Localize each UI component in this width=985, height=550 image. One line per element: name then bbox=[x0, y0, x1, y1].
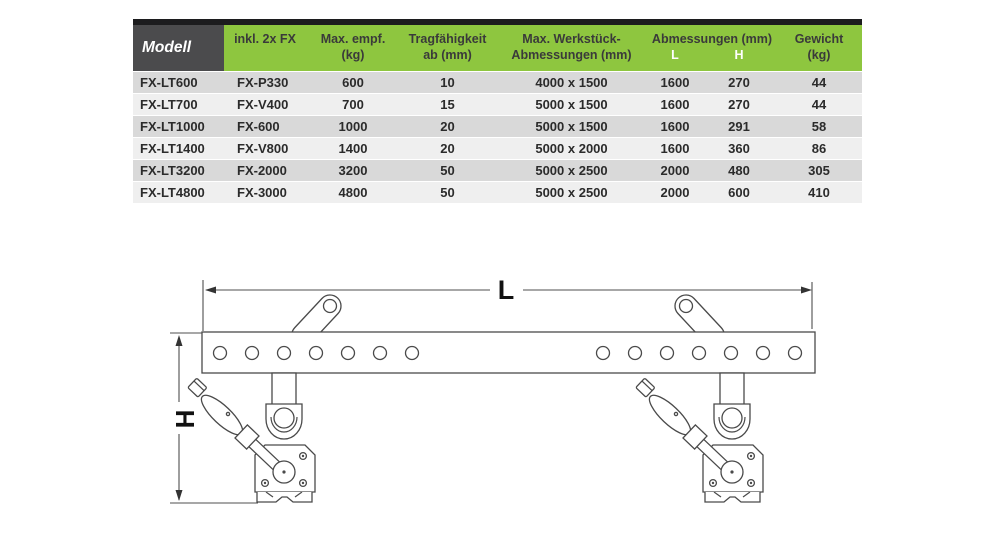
cell-max-empf: 1400 bbox=[338, 141, 368, 156]
cell-model: FX-LT1400 bbox=[140, 141, 205, 156]
cell-gewicht: 44 bbox=[811, 97, 827, 112]
cell-h: 270 bbox=[728, 75, 750, 90]
table-row: FX-LT1400 FX-V800 1400 20 5000 x 2000 16… bbox=[133, 138, 862, 159]
cell-werkstueck: 5000 x 1500 bbox=[535, 97, 608, 112]
header-gewicht: Gewicht (kg) bbox=[794, 32, 844, 62]
cell-l: 1600 bbox=[660, 75, 690, 90]
header-abm-h: H bbox=[734, 48, 744, 62]
cell-gewicht: 58 bbox=[811, 119, 827, 134]
cell-h: 270 bbox=[728, 97, 750, 112]
header-abm-l: L bbox=[671, 48, 679, 62]
cell-model: FX-LT600 bbox=[140, 75, 198, 90]
lug-hole bbox=[322, 298, 338, 314]
cell-l: 2000 bbox=[660, 185, 690, 200]
table-row: FX-LT600 FX-P330 600 10 4000 x 1500 1600… bbox=[133, 72, 862, 93]
lifting-beam bbox=[201, 331, 816, 374]
header-tragfaehigkeit: Tragfähigkeit ab (mm) bbox=[408, 32, 487, 62]
cell-h: 360 bbox=[728, 141, 750, 156]
cell-inkl: FX-V800 bbox=[237, 141, 289, 156]
cell-h: 480 bbox=[728, 163, 750, 178]
dimension-L: L bbox=[202, 275, 813, 331]
spec-table: Modell inkl. 2x FX Max. empf. (kg) Tragf… bbox=[133, 19, 862, 203]
table-header-row: Modell inkl. 2x FX Max. empf. (kg) Tragf… bbox=[133, 25, 862, 71]
cell-inkl: FX-V400 bbox=[237, 97, 289, 112]
table-row: FX-LT700 FX-V400 700 15 5000 x 1500 1600… bbox=[133, 94, 862, 115]
length-dimension-label: L bbox=[498, 275, 515, 305]
cell-l: 1600 bbox=[660, 97, 690, 112]
cell-inkl: FX-3000 bbox=[237, 185, 287, 200]
cell-trag: 50 bbox=[440, 163, 455, 178]
cell-l: 1600 bbox=[660, 141, 690, 156]
cell-gewicht: 86 bbox=[811, 141, 827, 156]
table-row: FX-LT3200 FX-2000 3200 50 5000 x 2500 20… bbox=[133, 160, 862, 181]
table-row: FX-LT1000 FX-600 1000 20 5000 x 1500 160… bbox=[133, 116, 862, 137]
header-modell: Modell bbox=[133, 25, 224, 71]
cell-model: FX-LT4800 bbox=[140, 185, 205, 200]
cell-inkl: FX-2000 bbox=[237, 163, 287, 178]
header-inkl: inkl. 2x FX bbox=[234, 32, 296, 46]
lug-hole bbox=[678, 298, 694, 314]
cell-l: 2000 bbox=[660, 163, 690, 178]
cell-trag: 10 bbox=[440, 75, 455, 90]
header-abmessungen: Abmessungen (mm) L H bbox=[648, 25, 776, 71]
beam-holes bbox=[212, 345, 803, 361]
cell-model: FX-LT3200 bbox=[140, 163, 205, 178]
cell-gewicht: 305 bbox=[808, 163, 830, 178]
table-top-bar bbox=[133, 19, 862, 25]
cell-max-empf: 600 bbox=[342, 75, 364, 90]
header-werkstueck: Max. Werkstück- Abmessungen (mm) bbox=[511, 32, 632, 62]
cell-inkl: FX-600 bbox=[237, 119, 280, 134]
cell-max-empf: 700 bbox=[342, 97, 364, 112]
cell-l: 1600 bbox=[660, 119, 690, 134]
cell-werkstueck: 5000 x 2500 bbox=[535, 163, 608, 178]
header-abmessungen-sub: L H bbox=[648, 47, 776, 63]
magnet-clamp-right bbox=[635, 372, 764, 503]
dimension-H: H bbox=[170, 332, 258, 504]
header-max-empf: Max. empf. (kg) bbox=[320, 32, 386, 62]
cell-gewicht: 44 bbox=[811, 75, 827, 90]
cell-trag: 20 bbox=[440, 141, 455, 156]
cell-trag: 50 bbox=[440, 185, 455, 200]
cell-trag: 15 bbox=[440, 97, 455, 112]
cell-max-empf: 1000 bbox=[338, 119, 368, 134]
cell-werkstueck: 5000 x 2000 bbox=[535, 141, 608, 156]
cell-model: FX-LT700 bbox=[140, 97, 198, 112]
cell-model: FX-LT1000 bbox=[140, 119, 205, 134]
cell-inkl: FX-P330 bbox=[237, 75, 289, 90]
cell-trag: 20 bbox=[440, 119, 455, 134]
cell-h: 600 bbox=[728, 185, 750, 200]
cell-max-empf: 4800 bbox=[338, 185, 368, 200]
height-dimension-label: H bbox=[170, 410, 200, 429]
cell-max-empf: 3200 bbox=[338, 163, 368, 178]
magnet-clamp-left bbox=[187, 372, 316, 503]
cell-werkstueck: 5000 x 1500 bbox=[535, 119, 608, 134]
cell-werkstueck: 5000 x 2500 bbox=[535, 185, 608, 200]
table-row: FX-LT4800 FX-3000 4800 50 5000 x 2500 20… bbox=[133, 182, 862, 203]
cell-h: 291 bbox=[728, 119, 750, 134]
cell-werkstueck: 4000 x 1500 bbox=[535, 75, 608, 90]
header-modell-label: Modell bbox=[142, 39, 192, 56]
cell-gewicht: 410 bbox=[808, 185, 830, 200]
